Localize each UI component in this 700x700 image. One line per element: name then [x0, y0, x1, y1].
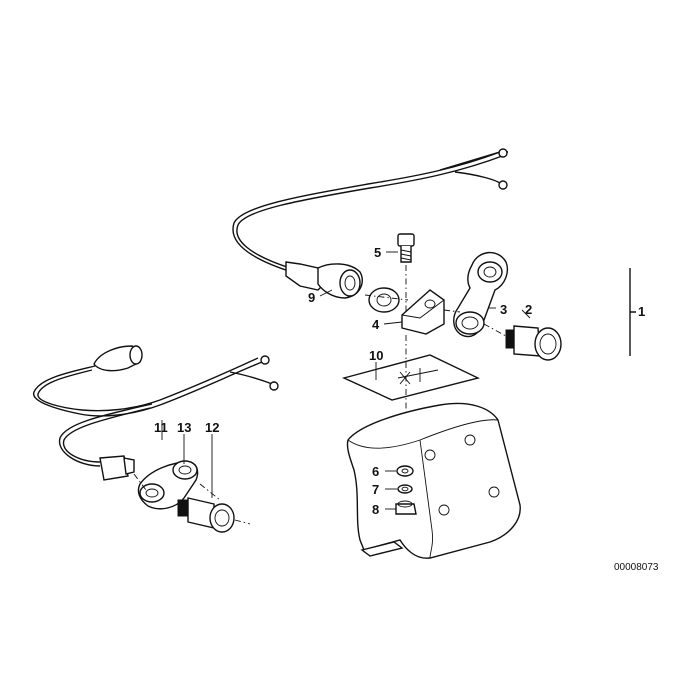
lock-washer-7: [397, 484, 413, 494]
callout-labels: 1 2 3 4 5 6 7 8 9 10 11 12 13: [154, 245, 645, 517]
callout-10: 10: [369, 348, 383, 363]
callout-12: 12: [205, 420, 219, 435]
assembly-bracket: [629, 268, 636, 356]
callout-2: 2: [525, 302, 532, 317]
washer-6: [396, 465, 414, 477]
cable-assembly-lower: [33, 345, 279, 481]
socket-cap: [453, 251, 509, 338]
housing: [346, 402, 521, 559]
callout-8: 8: [372, 502, 379, 517]
grommet: [368, 287, 400, 313]
reference-number: 00008073: [614, 562, 659, 573]
socket-lower: [177, 497, 235, 533]
callout-6: 6: [372, 464, 379, 479]
bracket: [401, 289, 445, 335]
insulating-plate: [341, 354, 481, 401]
callout-13: 13: [177, 420, 191, 435]
nut-8: [395, 500, 417, 515]
bolt: [397, 233, 415, 263]
cable-assembly-upper: [232, 148, 508, 299]
callout-11: 11: [154, 420, 168, 435]
callout-3: 3: [500, 302, 507, 317]
socket-cap-lower: [137, 460, 199, 510]
socket: [505, 325, 562, 361]
callout-7: 7: [372, 482, 379, 497]
callout-5: 5: [374, 245, 381, 260]
callout-9: 9: [308, 290, 315, 305]
leader-lines: [161, 251, 531, 510]
callout-1: 1: [638, 304, 645, 319]
callout-4: 4: [372, 317, 380, 332]
